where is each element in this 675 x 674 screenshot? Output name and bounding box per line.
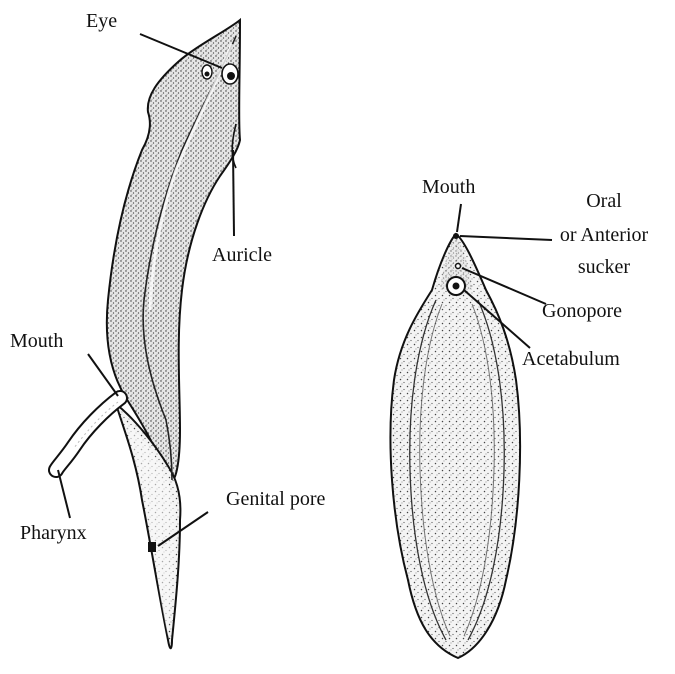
leader-mouth-right [457,204,461,232]
planaria-genital-pore [148,542,156,552]
label-auricle: Auricle [212,244,272,266]
fluke-figure [390,204,552,658]
label-mouth-planaria: Mouth [10,330,63,352]
fluke-gonopore [456,264,461,269]
label-genital-pore: Genital pore [226,488,325,510]
label-eye: Eye [86,10,117,32]
leader-pharynx [58,470,70,518]
fluke-acetabulum [447,277,465,295]
label-oral-sucker-line3: sucker [544,256,664,278]
leader-oral-sucker [460,236,552,240]
label-mouth-fluke: Mouth [422,176,475,198]
leader-auricle [233,150,234,236]
planaria-pharynx [56,398,120,470]
label-acetabulum: Acetabulum [522,348,620,370]
label-oral-sucker-line1: Oral [544,190,664,212]
label-gonopore: Gonopore [542,300,622,322]
label-pharynx: Pharynx [20,522,87,544]
planaria-figure [56,20,240,648]
label-oral-sucker-line2: or Anterior [544,224,664,246]
fluke-mouth [453,233,459,239]
